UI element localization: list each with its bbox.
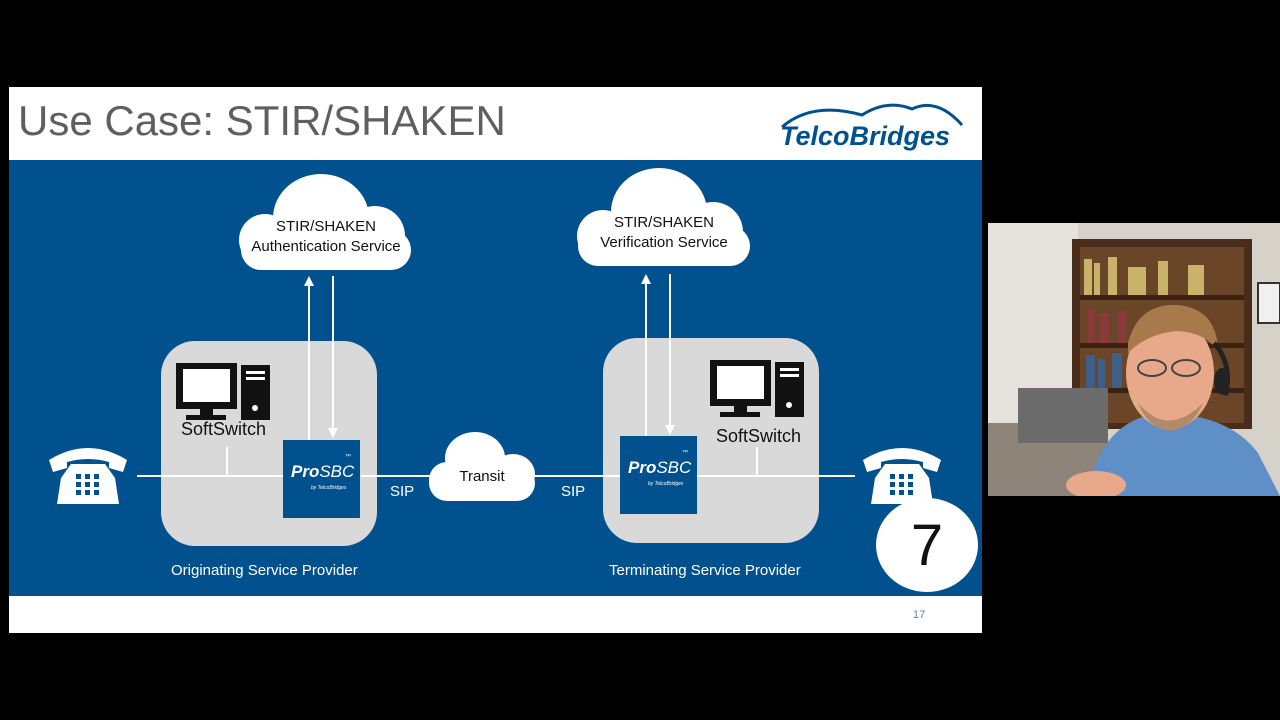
auth-cloud-label: STIR/SHAKEN Authentication Service xyxy=(241,217,411,257)
arrow-down-icon xyxy=(328,428,338,438)
verify-cloud-icon xyxy=(577,168,750,266)
prosbc-right-brand-rest: SBC xyxy=(656,458,692,477)
originating-provider-label: Originating Service Provider xyxy=(171,562,358,579)
verify-cloud-line1: STIR/SHAKEN xyxy=(613,214,715,231)
prosbc-left-by: by TelcoBridges xyxy=(311,485,347,491)
auth-cloud-line1: STIR/SHAKEN xyxy=(275,218,377,235)
diagram-lines xyxy=(49,168,941,546)
terminating-provider-label: Terminating Service Provider xyxy=(609,562,801,579)
prosbc-left: ProSBC ™ by TelcoBridges xyxy=(283,440,360,518)
transit-cloud-icon xyxy=(429,432,535,501)
speaker-webcam-video xyxy=(988,223,1280,496)
arrow-up-icon xyxy=(641,274,651,284)
verify-cloud-line2: Verification Service xyxy=(600,234,728,251)
badge-number: 7 xyxy=(910,513,944,578)
verify-cloud-label: STIR/SHAKEN Verification Service xyxy=(578,213,750,253)
person-video-icon xyxy=(988,223,1280,496)
telcobridges-logo: TelcoBridges xyxy=(780,103,964,151)
prosbc-right-brand-bold: Pro xyxy=(628,458,657,477)
arrow-down-icon xyxy=(665,425,675,435)
prosbc-right: ProSBC ™ by TelcoBridges xyxy=(620,436,697,514)
telephone-icon xyxy=(49,448,127,504)
prosbc-right-by: by TelcoBridges xyxy=(648,481,684,487)
prosbc-left-tm: ™ xyxy=(345,454,351,460)
sip-left-label: SIP xyxy=(390,483,415,500)
auth-cloud-line2: Authentication Service xyxy=(251,238,401,255)
sip-right-label: SIP xyxy=(561,483,586,500)
desktop-computer-icon xyxy=(176,363,270,420)
transit-label: Transit xyxy=(459,468,505,485)
desktop-computer-icon xyxy=(710,360,804,417)
softswitch-left-label: SoftSwitch xyxy=(181,419,267,439)
softswitch-right-label: SoftSwitch xyxy=(716,426,802,446)
number-badge: 7 xyxy=(876,498,978,592)
presentation-slide: Use Case: STIR/SHAKEN TelcoBridges xyxy=(9,87,982,633)
logo-text: TelcoBridges xyxy=(780,121,950,151)
slide-title: Use Case: STIR/SHAKEN xyxy=(18,97,506,144)
auth-cloud-icon xyxy=(239,174,411,270)
telephone-icon xyxy=(863,448,941,504)
prosbc-left-brand-bold: Pro xyxy=(291,462,320,481)
diagram-panel: STIR/SHAKEN Authentication Service STIR/… xyxy=(9,160,982,596)
prosbc-right-tm: ™ xyxy=(682,450,688,456)
prosbc-left-brand-rest: SBC xyxy=(319,462,355,481)
arrow-up-icon xyxy=(304,276,314,286)
slide-page-number: 17 xyxy=(913,609,926,621)
